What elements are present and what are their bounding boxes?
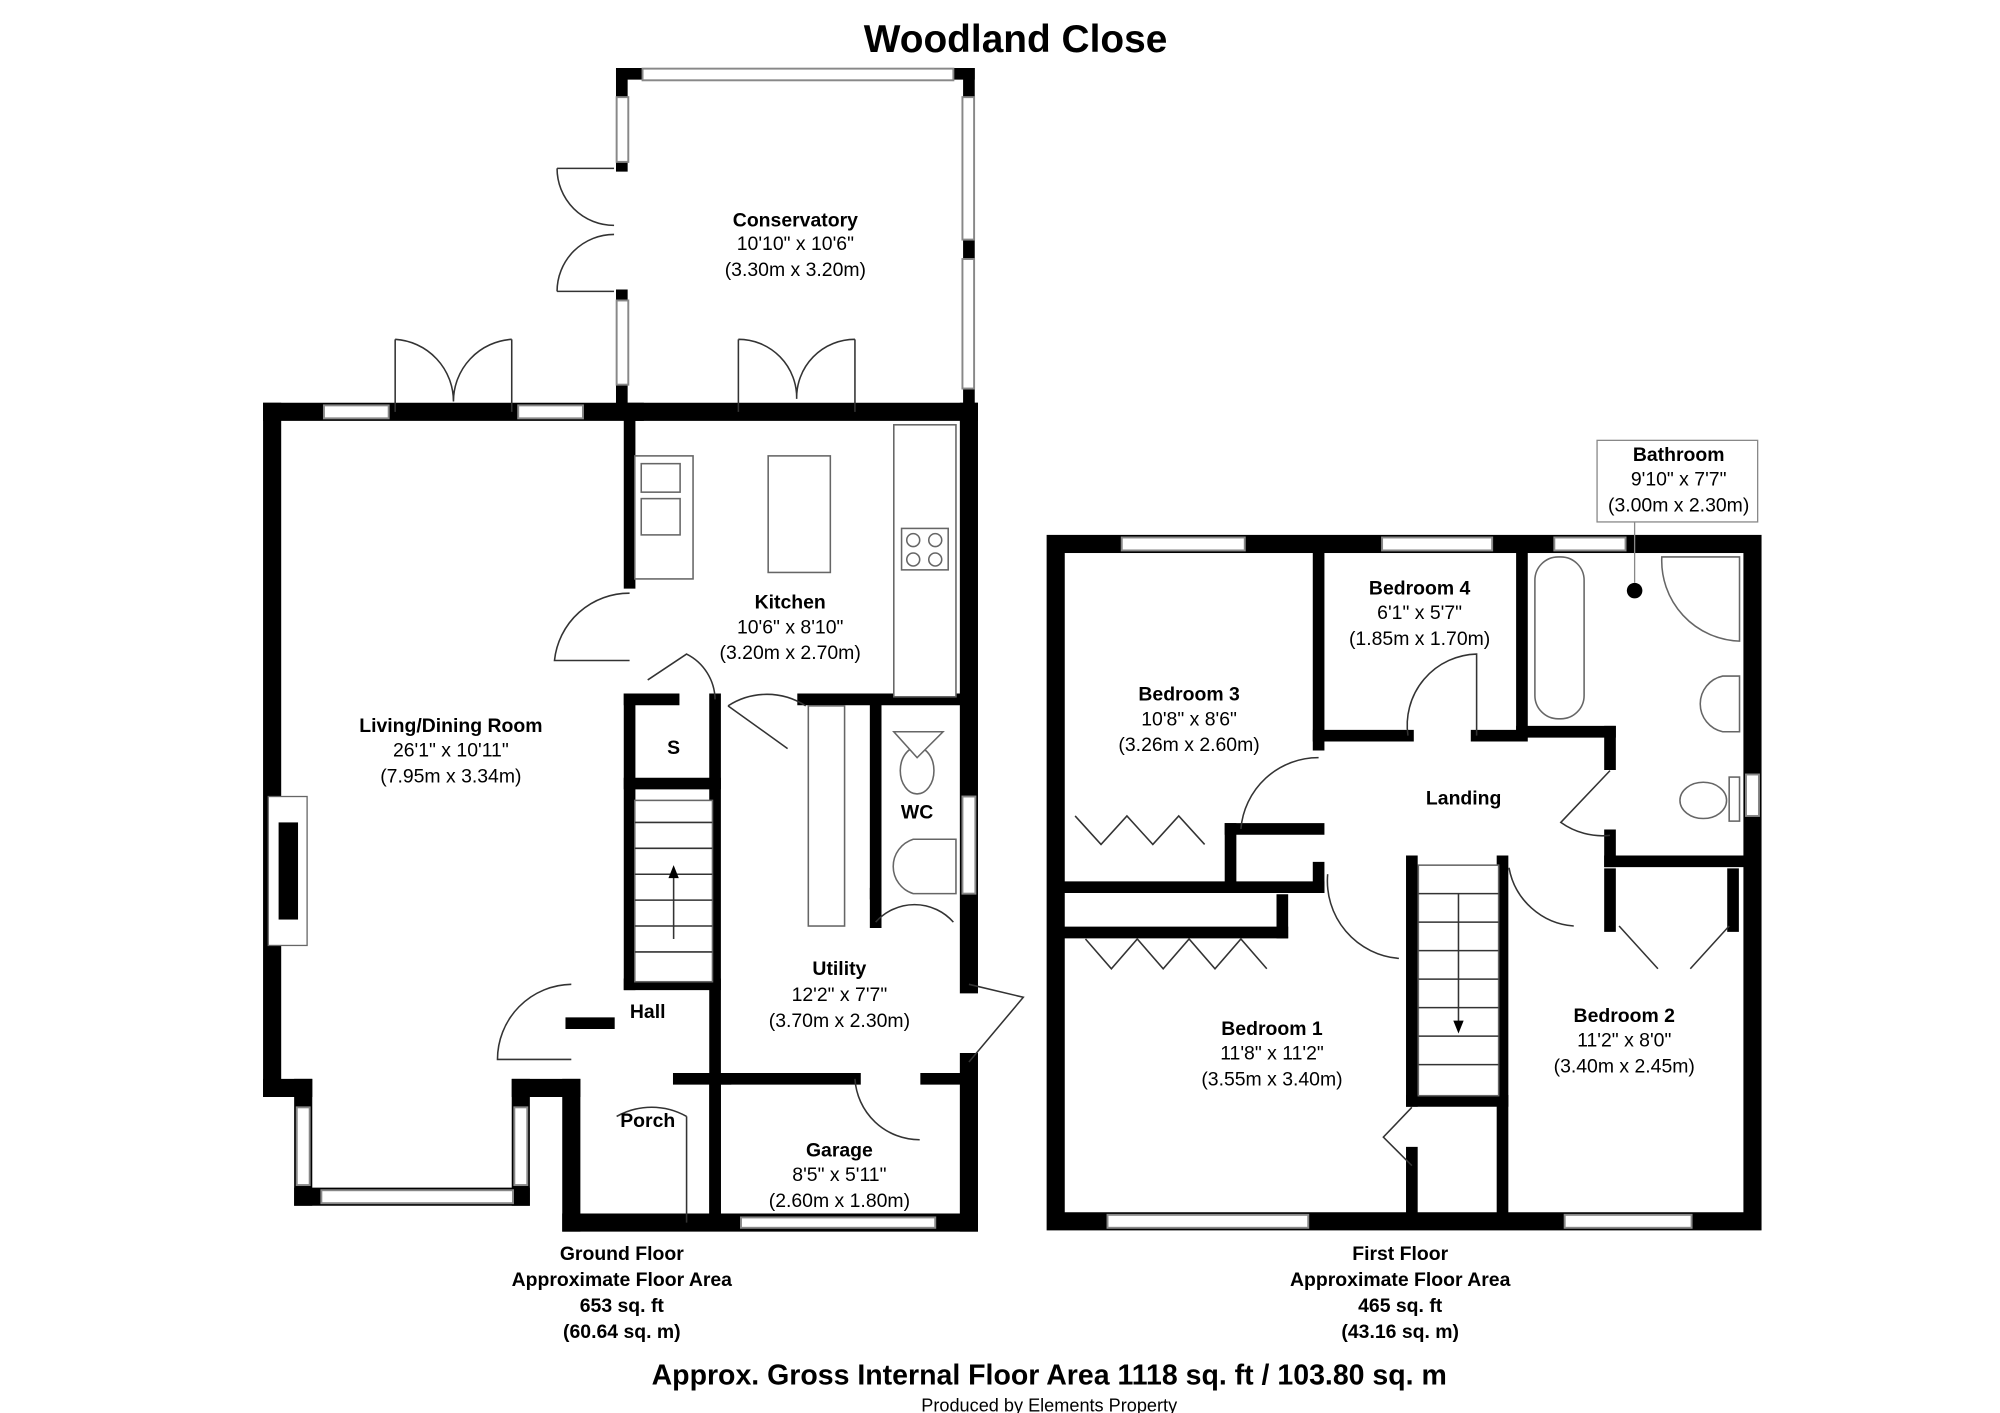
room-name: Conservatory [733,210,858,232]
room-name: Utility [812,958,866,980]
first-floor-area: First Floor Approximate Floor Area 465 s… [1290,1243,1511,1343]
bath-icon [1534,556,1585,720]
basin-icon [1699,675,1741,733]
room-name: Hall [630,1001,666,1023]
room-dims-imperial: 11'2" x 8'0" [1577,1029,1671,1051]
ground-floor-plan: Conservatory 10'10" x 10'6" (3.30m x 3.2… [263,67,1025,1343]
room-name: S [667,737,680,759]
floor-area-sqm: (60.64 sq. m) [563,1321,681,1343]
floor-area-sqft: 465 sq. ft [1358,1295,1443,1317]
floor-label: First Floor [1352,1243,1448,1265]
floor-area-sqft: 653 sq. ft [580,1295,665,1317]
bathroom-fixtures [1417,556,1741,1097]
room-name: Garage [806,1140,873,1162]
ground-walls [263,338,1025,1232]
bathroom-callout: Bathroom 9'10" x 7'7" (3.00m x 2.30m) [1596,439,1759,583]
conservatory-walls [556,67,976,409]
floor-area-caption: Approximate Floor Area [1290,1269,1511,1291]
room-dims-imperial: 10'6" x 8'10" [737,616,844,638]
floor-label: Ground Floor [560,1243,684,1265]
first-floor-plan: Bathroom 9'10" x 7'7" (3.00m x 2.30m) Be… [1046,439,1762,1343]
room-dims-imperial: 10'10" x 10'6" [737,233,854,255]
room-dims-metric: (3.40m x 2.45m) [1554,1055,1695,1077]
room-dims-imperial: 12'2" x 7'7" [792,984,888,1006]
fireplace-icon [267,795,308,947]
room-name: WC [901,802,933,824]
room-dims-metric: (3.30m x 3.20m) [725,259,866,281]
room-name: Landing [1426,787,1501,809]
room-name: Kitchen [755,592,826,614]
toilet-icon [1679,781,1728,820]
room-name: Bedroom 1 [1221,1018,1323,1040]
room-dims-imperial: 11'8" x 11'2" [1220,1042,1324,1064]
room-dims-imperial: 6'1" x 5'7" [1377,602,1462,624]
shower-icon [1661,556,1741,642]
sink-drainer [640,497,681,536]
first-room-labels: Bedroom 4 6'1" x 5'7" (1.85m x 1.70m) Be… [1118,577,1694,1090]
room-name: Bedroom 3 [1138,684,1240,706]
room-dims-imperial: 10'8" x 8'6" [1141,708,1237,730]
room-dims-metric: (1.85m x 1.70m) [1349,628,1490,650]
room-name: Bedroom 4 [1369,577,1471,599]
room-dims-metric: (3.20m x 2.70m) [720,642,861,664]
first-walls [1046,534,1762,1231]
room-dims-metric: (3.55m x 3.40m) [1201,1068,1342,1090]
ground-floor-area: Ground Floor Approximate Floor Area 653 … [512,1243,733,1343]
kitchen-island [767,455,832,574]
room-dims-imperial: 26'1" x 10'11" [393,739,509,761]
floor-area-caption: Approximate Floor Area [512,1269,733,1291]
plan-title: Woodland Close [864,18,1168,61]
room-dims-metric: (3.00m x 2.30m) [1608,495,1749,517]
room-dims-metric: (2.60m x 1.80m) [769,1190,910,1212]
room-name: Bathroom [1633,444,1725,466]
utility-worktop [807,705,846,927]
room-dims-metric: (3.26m x 2.60m) [1118,734,1259,756]
room-dims-imperial: 9'10" x 7'7" [1631,469,1727,491]
credit: Produced by Elements Property [921,1396,1178,1413]
room-dims-metric: (7.95m x 3.34m) [380,765,521,787]
room-name: Porch [620,1110,675,1132]
basin-icon [892,838,957,895]
room-name: Living/Dining Room [359,715,542,737]
gross-floor-area: Approx. Gross Internal Floor Area 1118 s… [652,1360,1447,1392]
room-dims-imperial: 8'5" x 5'11" [792,1164,886,1186]
room-name: Bedroom 2 [1574,1005,1676,1027]
ground-room-labels: Conservatory 10'10" x 10'6" (3.30m x 3.2… [359,210,933,1212]
room-dims-metric: (3.70m x 2.30m) [769,1010,910,1032]
kitchen-fixtures [267,424,957,983]
floor-area-sqm: (43.16 sq. m) [1341,1321,1459,1343]
